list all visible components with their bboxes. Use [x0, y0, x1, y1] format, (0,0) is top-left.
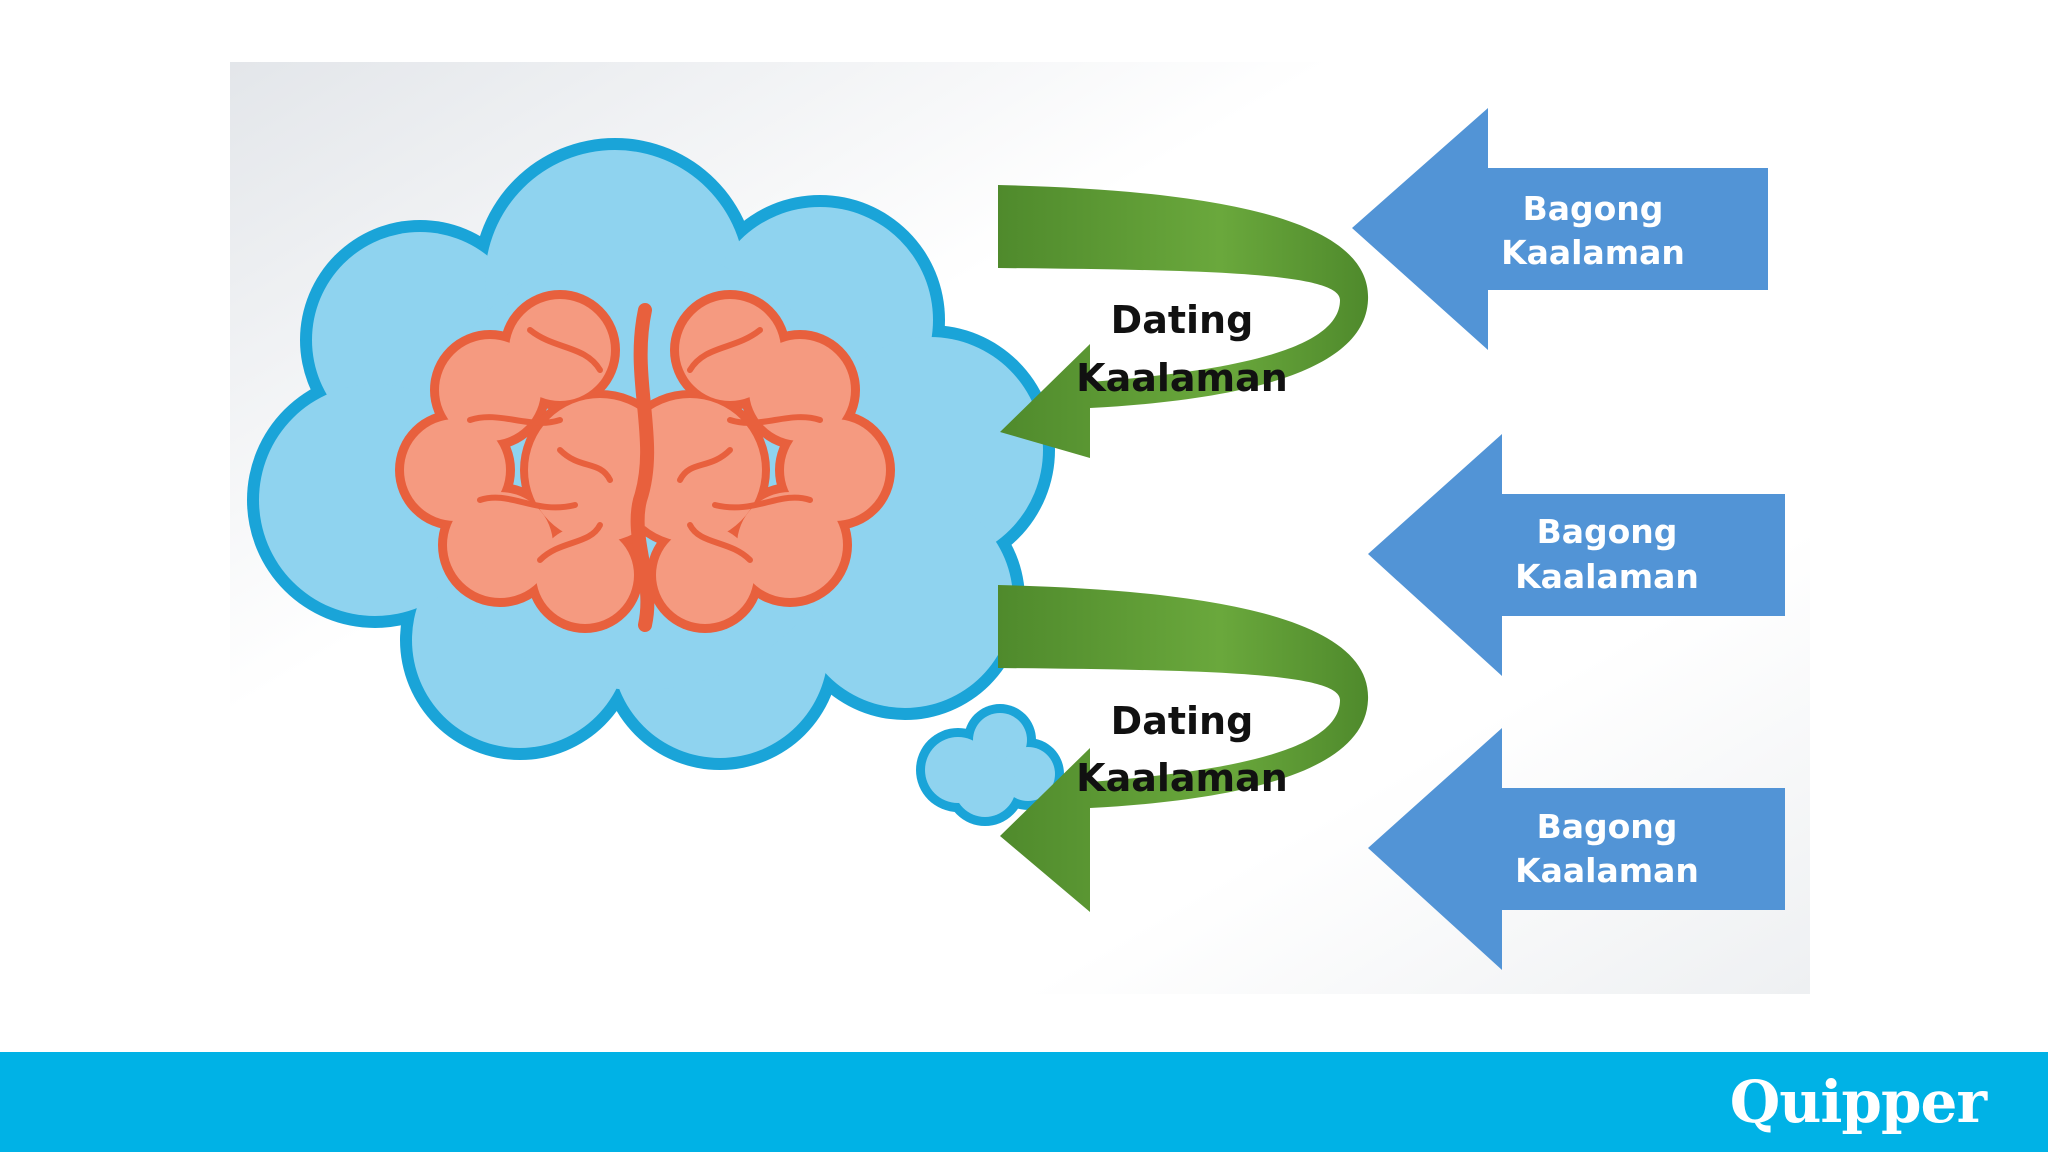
old-knowledge-label-top: Dating Kaalaman: [1076, 298, 1288, 400]
small-thought-cloud: [916, 704, 1064, 826]
old-knowledge-top-line1: Dating: [1111, 298, 1254, 342]
curved-arrow-bottom: [998, 585, 1369, 912]
new-knowledge-arrow-1: Bagong Kaalaman: [1352, 108, 1768, 350]
new-knowledge-3-line1: Bagong: [1537, 807, 1678, 846]
old-knowledge-bottom-line2: Kaalaman: [1076, 756, 1288, 800]
new-knowledge-arrow-3: Bagong Kaalaman: [1368, 728, 1785, 970]
new-knowledge-2-line1: Bagong: [1537, 512, 1678, 551]
old-knowledge-bottom-line1: Dating: [1111, 699, 1254, 743]
old-knowledge-top-line2: Kaalaman: [1076, 356, 1288, 400]
new-knowledge-3-line2: Kaalaman: [1515, 851, 1699, 890]
brain-icon: [395, 290, 895, 633]
old-knowledge-label-bottom: Dating Kaalaman: [1076, 699, 1288, 800]
curved-arrow-top: [998, 185, 1369, 458]
footer-bar: Quipper: [0, 1052, 2048, 1152]
new-knowledge-1-line1: Bagong: [1523, 189, 1664, 228]
new-knowledge-arrow-2: Bagong Kaalaman: [1368, 434, 1785, 676]
new-knowledge-2-line2: Kaalaman: [1515, 557, 1699, 596]
new-knowledge-1-line2: Kaalaman: [1501, 233, 1685, 272]
quipper-logo: Quipper: [1729, 1068, 1987, 1136]
